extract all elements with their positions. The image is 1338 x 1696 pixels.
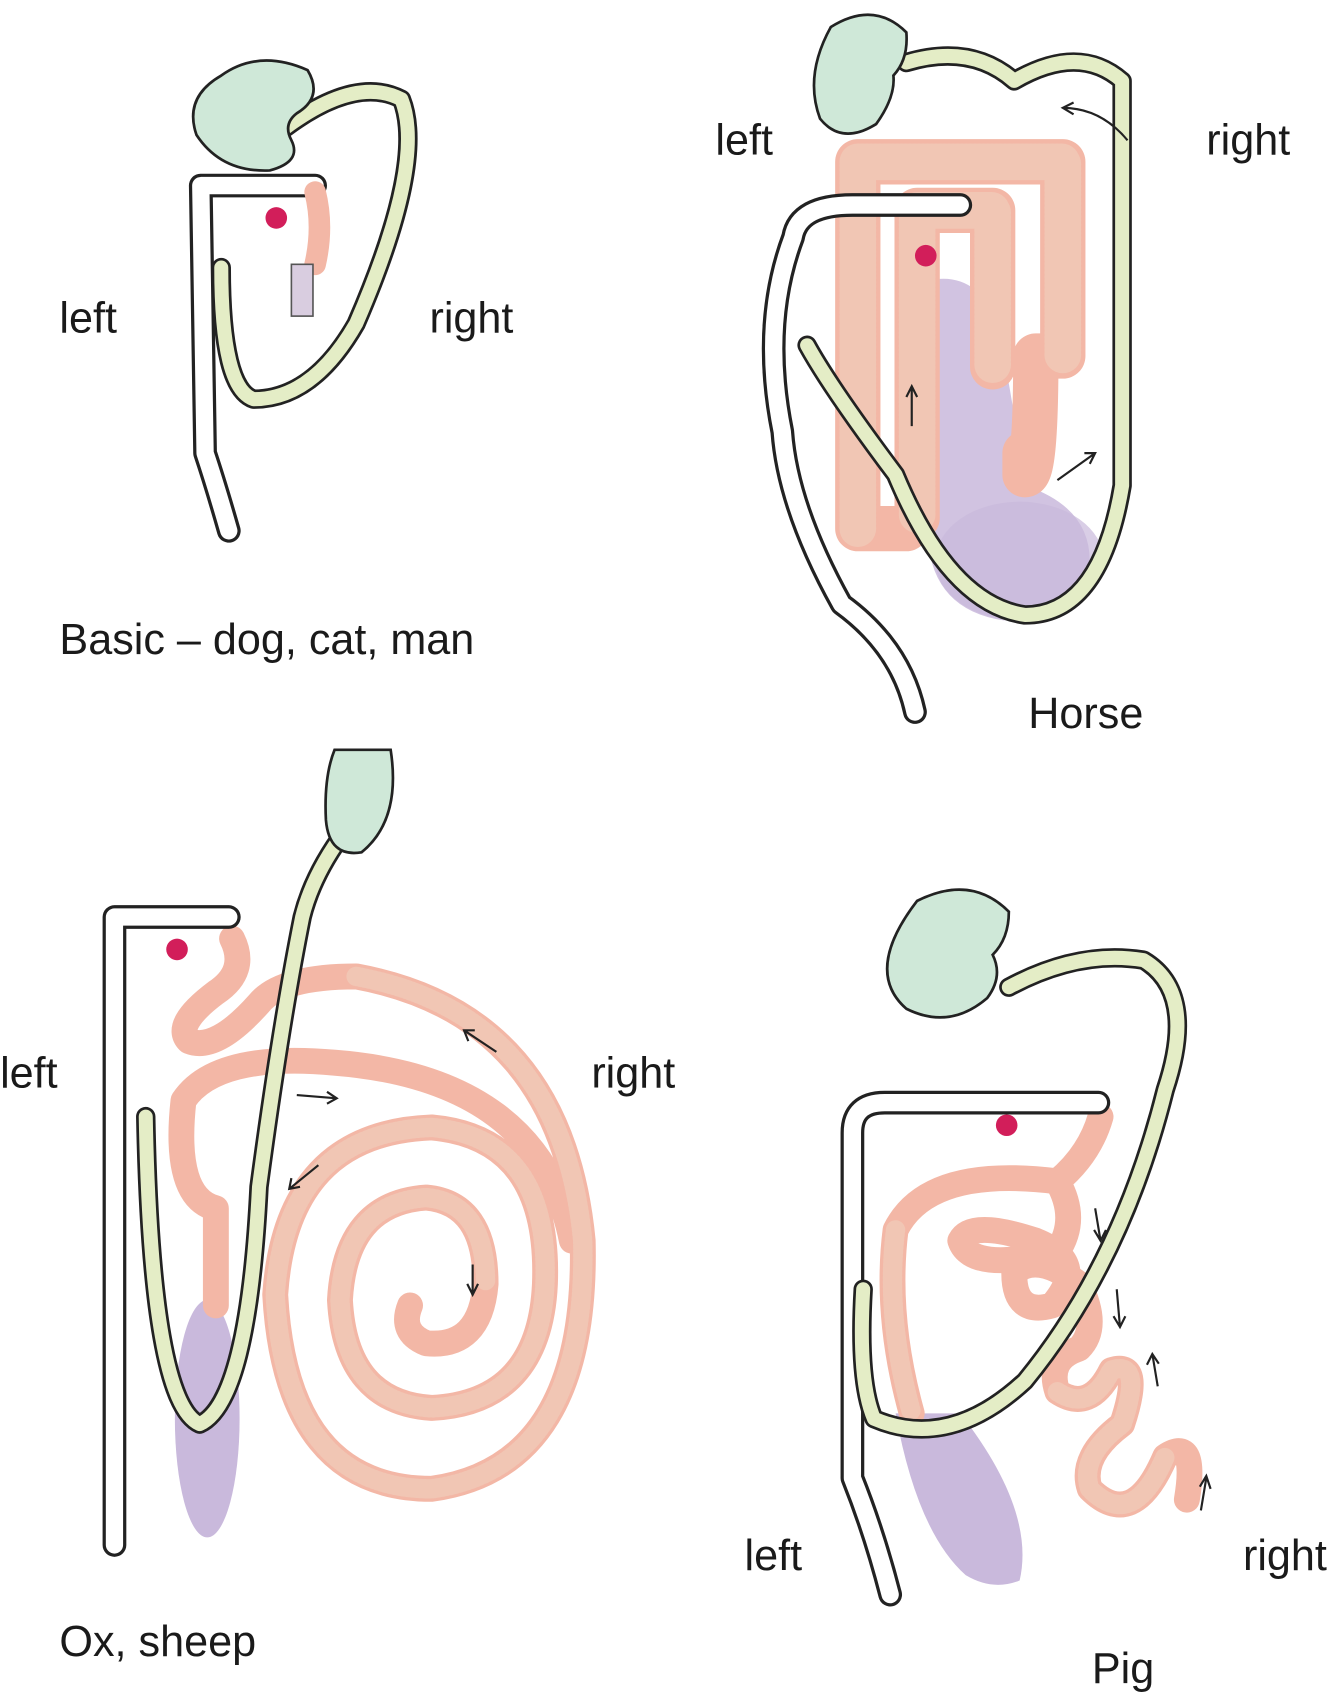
arrow-icon <box>1198 1473 1212 1511</box>
label-right: right <box>429 294 513 342</box>
panel-title: Basic – dog, cat, man <box>59 616 474 664</box>
arrow-icon <box>1060 101 1129 141</box>
panel-title: Ox, sheep <box>59 1618 256 1666</box>
panel-title: Pig <box>1092 1645 1154 1693</box>
label-right: right <box>1206 116 1290 164</box>
arrow-icon <box>1112 1289 1127 1330</box>
stomach <box>324 748 395 855</box>
label-right: right <box>1243 1532 1327 1580</box>
stomach <box>812 13 908 136</box>
large-intestine-segment <box>304 181 331 276</box>
panel-pig: left right Pig <box>745 888 1327 1693</box>
arrow-icon <box>287 1164 320 1191</box>
label-left: left <box>0 1050 58 1098</box>
marker-dot <box>265 207 288 229</box>
stomach <box>885 888 1011 1019</box>
marker-dot <box>995 1114 1018 1137</box>
caecum <box>290 263 314 317</box>
panel-ox-sheep: left right Ox, sheep <box>0 748 675 1666</box>
panel-horse: left right Horse <box>715 13 1290 738</box>
label-left: left <box>715 116 773 164</box>
arrow-icon <box>1056 452 1097 481</box>
panel-title: Horse <box>1028 690 1143 738</box>
arrow-icon <box>462 1029 497 1053</box>
label-left: left <box>745 1532 803 1580</box>
marker-dot <box>166 938 188 961</box>
label-right: right <box>591 1050 675 1098</box>
marker-dot <box>914 244 937 267</box>
arrow-icon <box>466 1264 480 1298</box>
arrow-icon <box>1145 1351 1160 1387</box>
arrow-icon <box>1093 1208 1107 1243</box>
label-left: left <box>59 294 117 342</box>
caecum <box>895 1413 1023 1585</box>
arrow-icon <box>296 1090 339 1105</box>
stomach <box>191 59 315 172</box>
arrow-icon <box>905 383 919 427</box>
panel-basic: left right Basic – dog, cat, man <box>59 59 513 664</box>
